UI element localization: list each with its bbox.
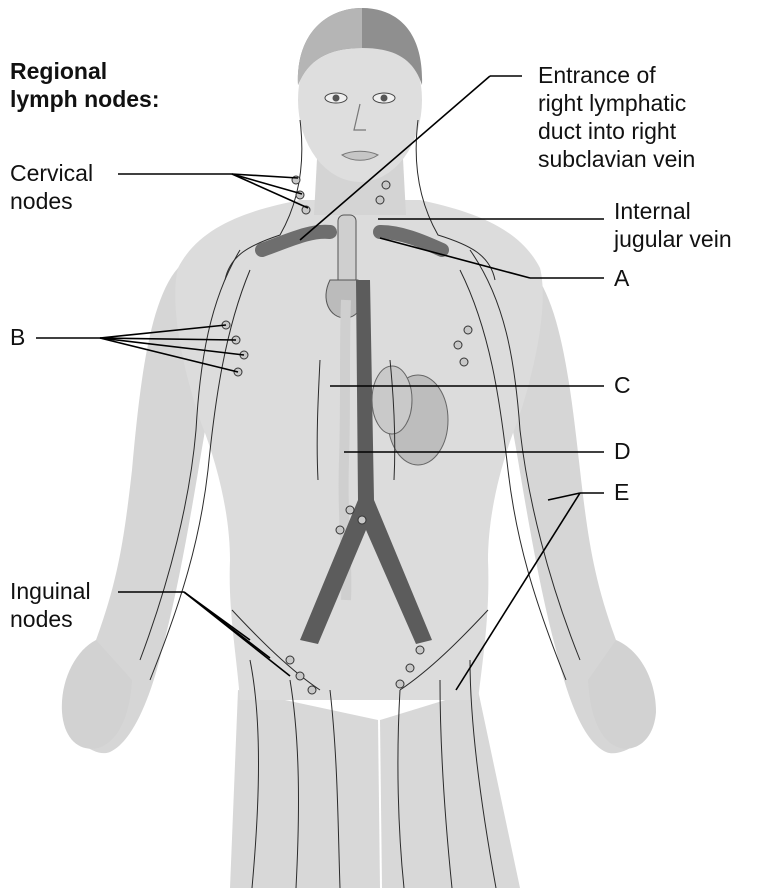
abdominal-node	[346, 506, 354, 514]
label-cervical-2: nodes	[10, 188, 73, 215]
label-d: D	[614, 438, 631, 465]
label-entrance-2: right lymphatic	[538, 90, 686, 117]
label-a: A	[614, 265, 629, 292]
axillary-node	[460, 358, 468, 366]
label-entrance-1: Entrance of	[538, 62, 656, 89]
cervical-node	[376, 196, 384, 204]
label-jugular-2: jugular vein	[614, 226, 732, 253]
axillary-node	[464, 326, 472, 334]
label-cervical-1: Cervical	[10, 160, 93, 187]
label-c: C	[614, 372, 631, 399]
abdominal-node	[336, 526, 344, 534]
inguinal-node	[308, 686, 316, 694]
label-entrance-4: subclavian vein	[538, 146, 695, 173]
label-jugular-1: Internal	[614, 198, 691, 225]
inguinal-node	[406, 664, 414, 672]
left-leg	[230, 690, 380, 888]
heading-line-1: Regional	[10, 58, 107, 85]
trachea	[338, 215, 356, 285]
right-pupil	[333, 95, 340, 102]
label-entrance-3: duct into right	[538, 118, 676, 145]
abdominal-node	[358, 516, 366, 524]
label-e: E	[614, 479, 629, 506]
heading-line-2: lymph nodes:	[10, 86, 160, 113]
inguinal-node	[286, 656, 294, 664]
label-inguinal-1: Inguinal	[10, 578, 91, 605]
axillary-node	[454, 341, 462, 349]
inguinal-node	[296, 672, 304, 680]
cervical-node	[382, 181, 390, 189]
label-b: B	[10, 324, 25, 351]
inguinal-node	[416, 646, 424, 654]
label-inguinal-2: nodes	[10, 606, 73, 633]
left-pupil	[381, 95, 388, 102]
inguinal-node	[396, 680, 404, 688]
